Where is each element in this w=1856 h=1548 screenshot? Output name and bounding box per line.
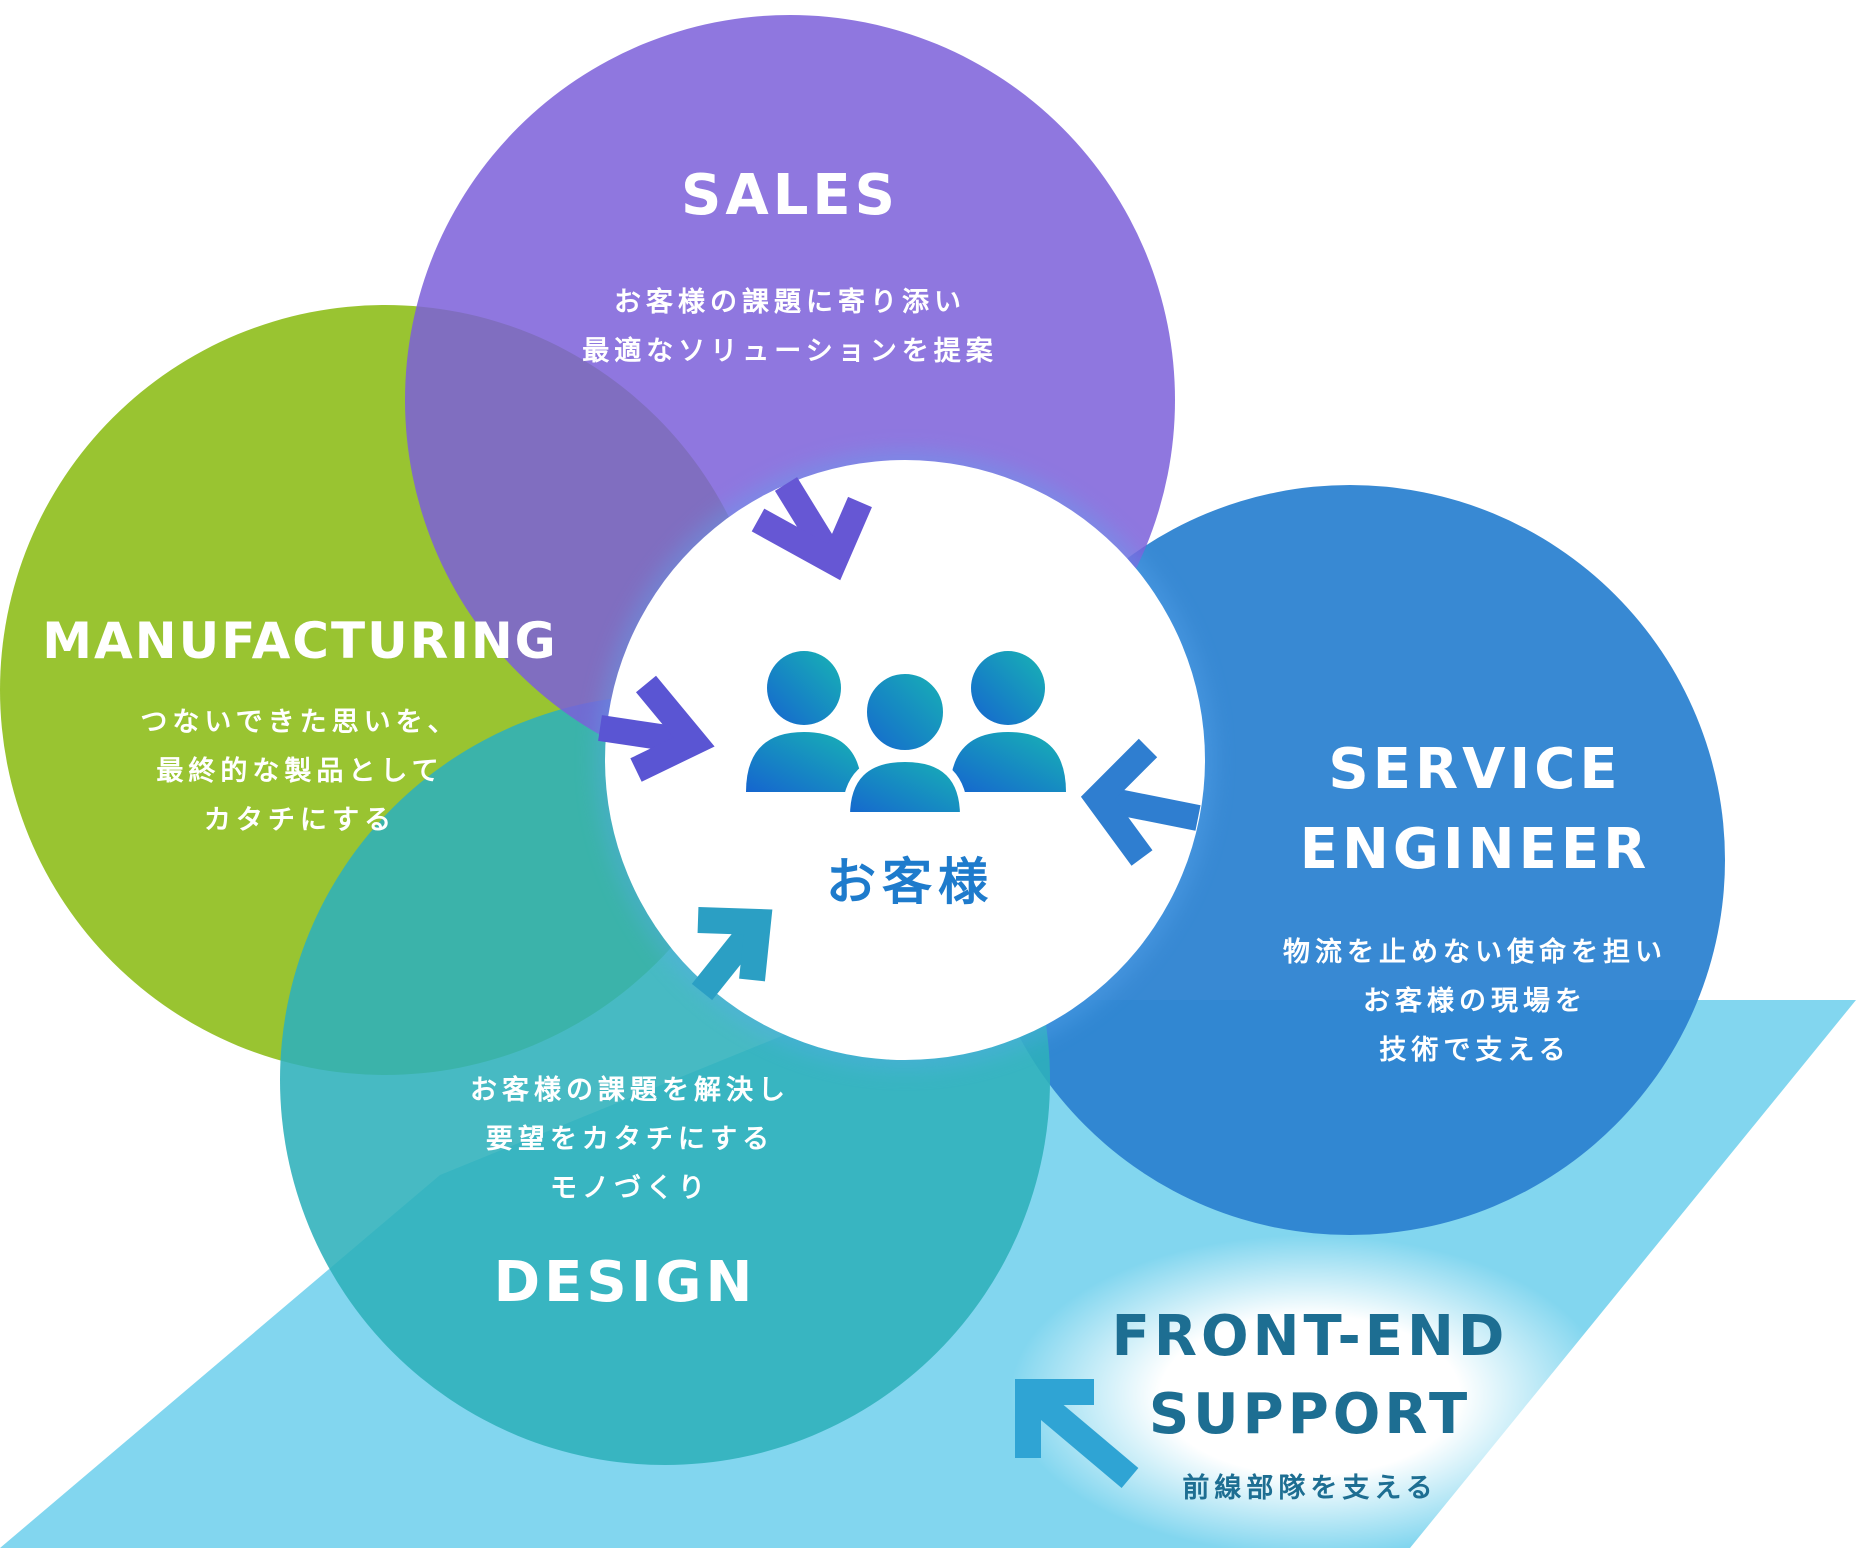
- manufacturing-desc-line: つないできた思いを、: [140, 707, 460, 738]
- front-end-glow: [1010, 1235, 1610, 1548]
- arrow-manufacturing: [598, 675, 715, 782]
- service-engineer-desc-line: 技術で支える: [1379, 1035, 1571, 1066]
- sales-description: お客様の課題に寄り添い 最適なソリューションを提案: [460, 278, 1120, 376]
- design-description: お客様の課題を解決し 要望をカタチにする モノづくり: [330, 1066, 930, 1213]
- sales-desc-line: 最適なソリューションを提案: [582, 336, 998, 367]
- design-title: DESIGN: [493, 1250, 757, 1315]
- customer-label: お客様: [826, 853, 994, 911]
- sales-title: SALES: [681, 163, 899, 228]
- sales-desc-line: お客様の課題に寄り添い: [614, 287, 966, 318]
- arrow-design: [691, 907, 773, 1001]
- front-end-title-line: FRONT-END: [1111, 1304, 1509, 1369]
- service-engineer-desc-line: 物流を止めない使命を担い: [1283, 937, 1667, 968]
- manufacturing-title: MANUFACTURING: [42, 612, 558, 670]
- people-group-icon: [746, 651, 1066, 820]
- front-end-title-line: SUPPORT: [1148, 1382, 1472, 1447]
- service-engineer-title-line: ENGINEER: [1299, 817, 1651, 882]
- manufacturing-description: つないできた思いを、 最終的な製品として カタチにする: [20, 698, 580, 845]
- service-engineer-description: 物流を止めない使命を担い お客様の現場を 技術で支える: [1180, 928, 1770, 1075]
- service-engineer-title-line: SERVICE: [1328, 737, 1622, 802]
- design-desc-line: モノづくり: [550, 1173, 710, 1204]
- arrow-sales: [751, 477, 872, 581]
- manufacturing-desc-line: カタチにする: [203, 805, 397, 836]
- front-end-title: FRONT-END SUPPORT: [1040, 1298, 1580, 1454]
- design-desc-line: 要望をカタチにする: [485, 1124, 775, 1155]
- manufacturing-desc-line: 最終的な製品として: [156, 756, 444, 787]
- arrow-front-end: [1015, 1379, 1139, 1488]
- design-desc-line: お客様の課題を解決し: [470, 1075, 790, 1106]
- service-engineer-title: SERVICE ENGINEER: [1215, 730, 1735, 890]
- arrow-service-engineer: [1080, 738, 1201, 866]
- service-engineer-desc-line: お客様の現場を: [1363, 986, 1587, 1017]
- front-end-description: 前線部隊を支える: [1182, 1473, 1438, 1504]
